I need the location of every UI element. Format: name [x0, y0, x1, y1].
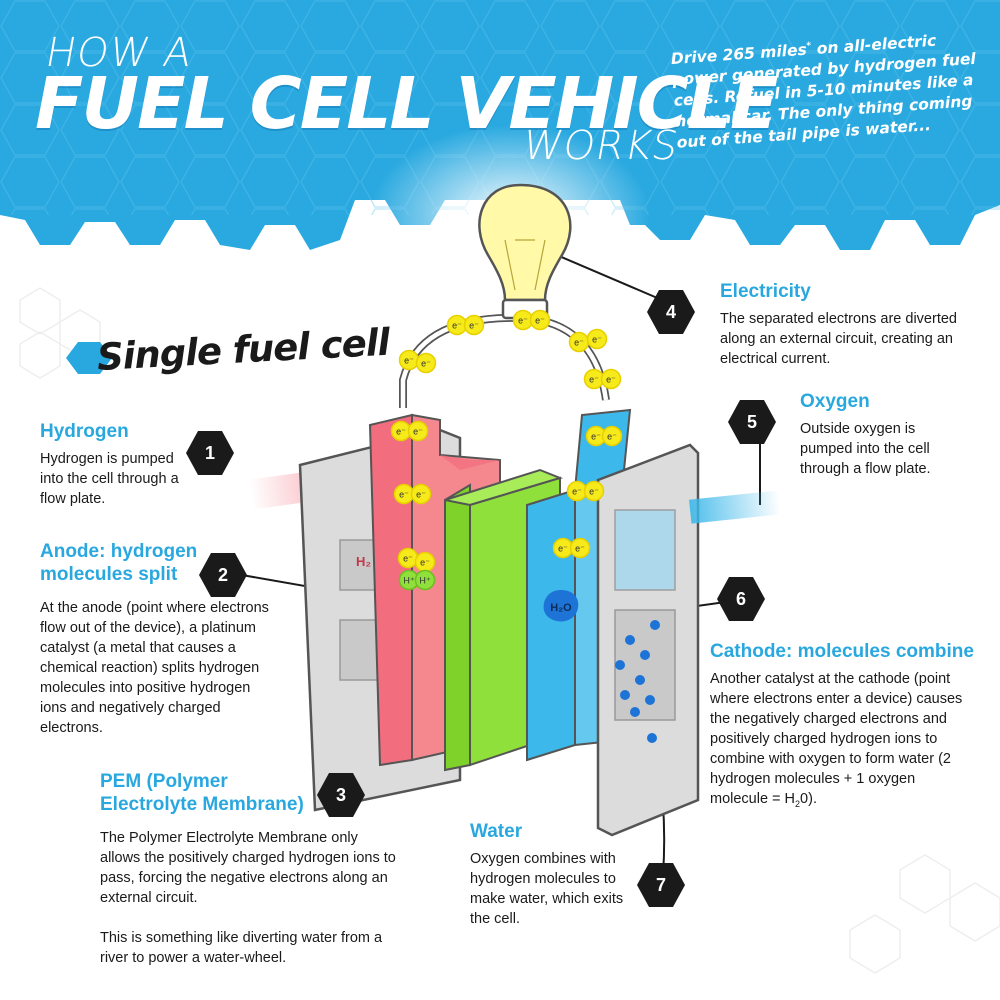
svg-text:e⁻: e⁻: [535, 316, 545, 326]
section-body: At the anode (point where electrons flow…: [40, 600, 269, 736]
section-electricity: Electricity The separated electrons are …: [720, 280, 980, 369]
electron-icon: e⁻: [586, 328, 608, 350]
section-body: Another catalyst at the cathode (point w…: [710, 669, 975, 814]
hexagon-badge-icon: [717, 577, 765, 621]
section-hydrogen: Hydrogen Hydrogen is pumped into the cel…: [40, 420, 240, 509]
section-body-a: Another catalyst at the cathode (point w…: [710, 671, 963, 807]
svg-text:e⁻: e⁻: [589, 375, 599, 385]
svg-text:e⁻: e⁻: [589, 487, 599, 497]
electron-icon: e⁻: [407, 420, 429, 442]
section-cathode: Cathode: molecules combine Another catal…: [710, 640, 980, 814]
hexagon-badge-icon: [317, 773, 365, 817]
hexagon-badge-icon: [647, 290, 695, 334]
section-body: The separated electrons are diverted alo…: [720, 311, 957, 367]
section-pem: PEM (Polymer Electrolyte Membrane) The P…: [100, 770, 420, 968]
subtitle-hex-icon: [66, 342, 112, 374]
svg-text:e⁻: e⁻: [399, 490, 409, 500]
section-body: Oxygen combines with hydrogen molecules …: [470, 851, 624, 927]
section-body: Outside oxygen is pumped into the cell t…: [800, 421, 931, 477]
background-hex-decoration: [19, 287, 1000, 974]
cathode-flow-plate: [596, 443, 700, 837]
svg-text:e⁻: e⁻: [452, 321, 462, 331]
step-number: 6: [735, 589, 746, 609]
hydrogen-ion-pair-icon: H⁺ H⁺: [398, 569, 436, 591]
section-heading: Oxygen: [800, 391, 870, 412]
step-badge-3: 3: [316, 770, 366, 820]
electron-icon: e⁻: [583, 480, 605, 502]
svg-text:e⁻: e⁻: [420, 558, 430, 568]
electron-icon: e⁻: [410, 483, 432, 505]
electron-icon: e⁻: [569, 537, 591, 559]
electron-icon: e⁻: [529, 309, 551, 331]
hexagon-badge-icon: [186, 431, 234, 475]
svg-text:e⁻: e⁻: [416, 490, 426, 500]
svg-text:e⁻: e⁻: [421, 359, 431, 369]
svg-text:e⁻: e⁻: [572, 487, 582, 497]
electron-icon: e⁻: [601, 425, 623, 447]
step-badge-7: 7: [636, 860, 686, 910]
section-heading: Anode: hydrogen molecules split: [40, 541, 198, 585]
svg-text:e⁻: e⁻: [606, 375, 616, 385]
step-number: 1: [204, 443, 215, 463]
svg-text:e⁻: e⁻: [591, 432, 601, 442]
header-band: [0, 0, 1000, 305]
hexagon-badge-icon: [728, 400, 776, 444]
svg-text:H⁺: H⁺: [403, 576, 414, 586]
section-heading: Electricity: [720, 281, 811, 302]
step-badge-5: 5: [727, 397, 777, 447]
svg-text:H₂O: H₂O: [550, 602, 572, 614]
hydrogen-molecule-label: H₂: [356, 554, 371, 569]
oxygen-inflow: [688, 490, 782, 524]
svg-text:e⁻: e⁻: [574, 338, 584, 348]
svg-text:e⁻: e⁻: [518, 316, 528, 326]
svg-text:e⁻: e⁻: [592, 335, 602, 345]
step-number: 2: [217, 565, 228, 585]
section-body-b: 0).: [800, 791, 817, 807]
hexagon-badge-icon: [199, 553, 247, 597]
section-heading: Cathode: molecules combine: [710, 641, 974, 662]
electron-icon: e⁻: [600, 368, 622, 390]
svg-text:e⁻: e⁻: [469, 321, 479, 331]
step-number: 4: [665, 302, 676, 322]
section-body: Hydrogen is pumped into the cell through…: [40, 451, 179, 507]
step-badge-4: 4: [646, 287, 696, 337]
svg-text:e⁻: e⁻: [607, 432, 617, 442]
section-heading: Water: [470, 821, 523, 842]
svg-text:e⁻: e⁻: [403, 554, 413, 564]
svg-text:e⁻: e⁻: [404, 356, 414, 366]
step-number: 7: [655, 875, 666, 895]
section-body: The Polymer Electrolyte Membrane only al…: [100, 830, 396, 906]
electron-icon: e⁻: [415, 352, 437, 374]
section-water: Water Oxygen combines with hydrogen mole…: [470, 820, 640, 929]
svg-text:H⁺: H⁺: [419, 576, 430, 586]
step-badge-1: 1: [185, 428, 235, 478]
electron-icon: e⁻: [568, 331, 590, 353]
section-body-2: This is something like diverting water f…: [100, 930, 383, 966]
svg-text:e⁻: e⁻: [575, 544, 585, 554]
section-body-sub: 2: [795, 798, 801, 809]
electron-icon: e⁻: [583, 368, 605, 390]
svg-text:e⁻: e⁻: [558, 544, 568, 554]
step-number: 5: [746, 412, 757, 432]
section-anode: Anode: hydrogen molecules split At the a…: [40, 540, 290, 738]
intro-text: Drive 265 miles* on all-electric power g…: [670, 25, 982, 154]
section-heading: Hydrogen: [40, 421, 129, 442]
section-oxygen: Oxygen Outside oxygen is pumped into the…: [800, 390, 980, 479]
electron-icon: e⁻: [398, 349, 420, 371]
svg-text:H₂: H₂: [356, 554, 371, 569]
svg-text:e⁻: e⁻: [413, 427, 423, 437]
step-number: 3: [335, 785, 346, 805]
hexagon-badge-icon: [637, 863, 685, 907]
section-heading: PEM (Polymer Electrolyte Membrane): [100, 771, 304, 815]
page-title: FUEL CELL VEHICLE: [35, 62, 779, 145]
step-badge-2: 2: [198, 550, 248, 600]
step-badge-6: 6: [716, 574, 766, 624]
water-droplet-icons: [615, 620, 660, 743]
title-suffix: WORKS: [518, 123, 683, 169]
water-molecule-icon: H₂O: [543, 590, 579, 622]
svg-text:e⁻: e⁻: [396, 427, 406, 437]
electron-icon: e⁻: [463, 314, 485, 336]
